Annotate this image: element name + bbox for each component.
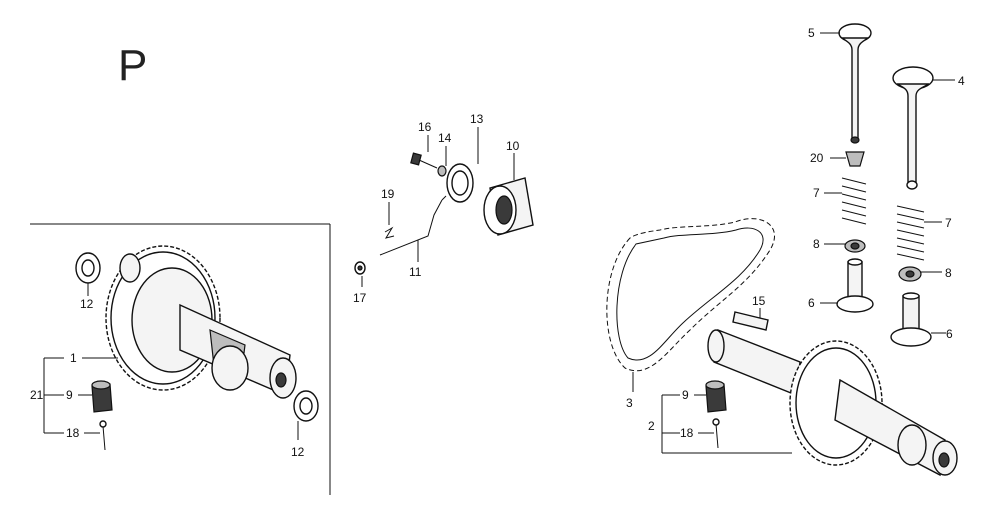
camshaft-gear-assembly — [105, 245, 297, 399]
callout-18: 18 — [66, 426, 80, 440]
retainer-20 — [845, 151, 865, 167]
washer-14 — [437, 165, 447, 177]
callout-13: 13 — [470, 112, 484, 126]
washer-17 — [354, 261, 366, 275]
callout-8: 8 — [813, 237, 820, 251]
callout-12: 12 — [291, 445, 305, 459]
callout-12: 12 — [80, 297, 94, 311]
callout-10: 10 — [506, 139, 520, 153]
weight-9-right — [705, 380, 727, 413]
callout-5: 5 — [808, 26, 815, 40]
callout-16: 16 — [418, 120, 432, 134]
callout-15: 15 — [752, 294, 766, 308]
bolt-16 — [410, 152, 438, 169]
callout-3: 3 — [626, 396, 633, 410]
callout-14: 14 — [438, 131, 452, 145]
callout-18: 18 — [680, 426, 694, 440]
callout-1: 1 — [70, 351, 77, 365]
callout-8: 8 — [945, 266, 952, 280]
washer-12-upper — [75, 252, 101, 284]
section-letter: P — [118, 41, 147, 90]
key-15 — [732, 311, 769, 331]
washer-12-lower — [293, 390, 319, 422]
callout-6: 6 — [808, 296, 815, 310]
callout-11: 11 — [409, 265, 422, 279]
crankshaft-sprocket-assembly — [707, 329, 958, 477]
seat-8-right — [898, 266, 922, 282]
spring-7-right — [896, 205, 925, 261]
middle-leaders — [361, 127, 515, 287]
weight-9-left — [91, 380, 113, 413]
callout-17: 17 — [353, 291, 367, 305]
governor-shaft-11 — [379, 195, 447, 256]
callout-2: 2 — [648, 419, 655, 433]
callout-7: 7 — [945, 216, 952, 230]
clip-19 — [384, 226, 395, 239]
washer-13 — [446, 163, 474, 203]
callout-9: 9 — [682, 388, 689, 402]
timing-chain-3 — [606, 218, 776, 372]
tappet-6-right — [890, 292, 932, 347]
valve-4 — [892, 66, 934, 190]
left-leaders — [43, 283, 299, 440]
callout-21: 21 — [30, 388, 44, 402]
callout-6: 6 — [946, 327, 953, 341]
callout-19: 19 — [381, 187, 395, 201]
left-section-frame — [30, 223, 331, 495]
callout-9: 9 — [66, 388, 73, 402]
right-leaders — [632, 32, 955, 454]
seat-8-left — [844, 239, 866, 253]
pin-18-right — [712, 418, 720, 449]
governor-holder-10 — [483, 177, 534, 236]
callout-20: 20 — [810, 151, 824, 165]
callout-7: 7 — [813, 186, 820, 200]
callout-4: 4 — [958, 74, 965, 88]
tappet-6-left — [836, 258, 874, 313]
pin-18-left — [99, 420, 107, 451]
valve-5 — [838, 23, 872, 144]
spring-7-left — [841, 177, 867, 225]
